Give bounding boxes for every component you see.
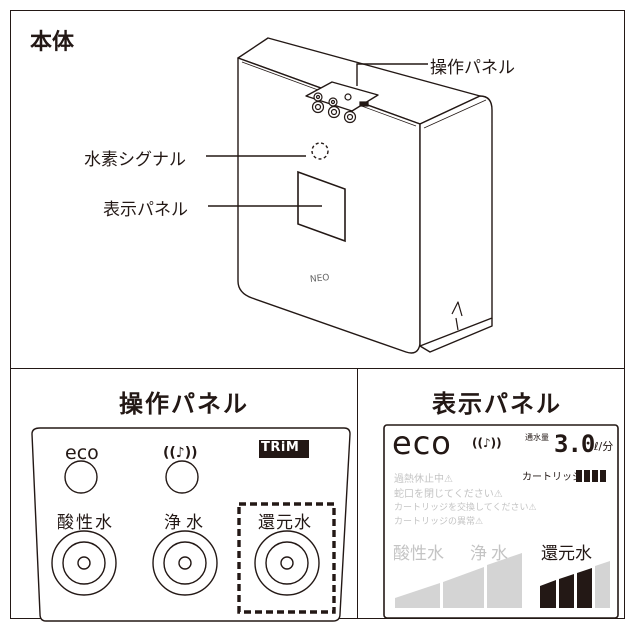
- display-mode-pure: 浄水: [470, 544, 512, 564]
- hydrogen-signal-indicator: [311, 142, 329, 160]
- bar-5: [559, 574, 574, 608]
- section-divider-horizontal: [10, 368, 625, 369]
- bar-2: [443, 567, 484, 608]
- top-panel-buttons: [311, 92, 369, 124]
- pure-water-label: 浄水: [164, 513, 208, 533]
- eco-button-circle: [64, 460, 98, 494]
- bar-1: [395, 583, 440, 608]
- message-cartridge-error: カートリッジの異常⚠: [394, 517, 484, 527]
- bar-3: [487, 553, 522, 608]
- display-eco: eco: [392, 424, 452, 462]
- message-overheat: 過熱休止中⚠: [394, 474, 453, 485]
- display-sound-icon: ((♪)): [472, 436, 502, 450]
- reduced-water-highlight: [237, 502, 336, 614]
- eco-label: eco: [65, 442, 99, 464]
- flow-label: 通水量: [525, 433, 549, 442]
- bar-7: [595, 561, 610, 608]
- flow-unit: ℓ/分: [594, 440, 614, 453]
- hydrogen-signal-callout: 水素シグナル: [84, 150, 186, 170]
- display-panel-title: 表示パネル: [432, 390, 562, 418]
- sound-button-circle: [165, 460, 199, 494]
- flow-value: 3.0: [554, 430, 595, 458]
- trim-logo: TRiM: [261, 440, 300, 455]
- cartridge-label: カートリッジ: [522, 472, 582, 483]
- message-close-faucet: 蛇口を閉じてください⚠: [394, 489, 503, 500]
- main-unit-title: 本体: [30, 30, 75, 55]
- display-panel-callout: 表示パネル: [103, 200, 188, 220]
- bar-6: [577, 568, 592, 608]
- section-divider-vertical: [357, 368, 358, 619]
- reduced-water-label: 還元水: [258, 513, 312, 533]
- sound-label: ((♪)): [163, 445, 198, 461]
- operation-panel-callout: 操作パネル: [430, 58, 515, 78]
- display-mode-acid: 酸性水: [393, 544, 444, 564]
- operation-panel-title: 操作パネル: [119, 390, 249, 418]
- display-mode-reduced: 還元水: [541, 544, 592, 564]
- bar-4: [540, 580, 556, 608]
- acid-water-label: 酸性水: [57, 513, 114, 533]
- message-replace-cartridge: カートリッジを交換してください⚠: [394, 503, 537, 513]
